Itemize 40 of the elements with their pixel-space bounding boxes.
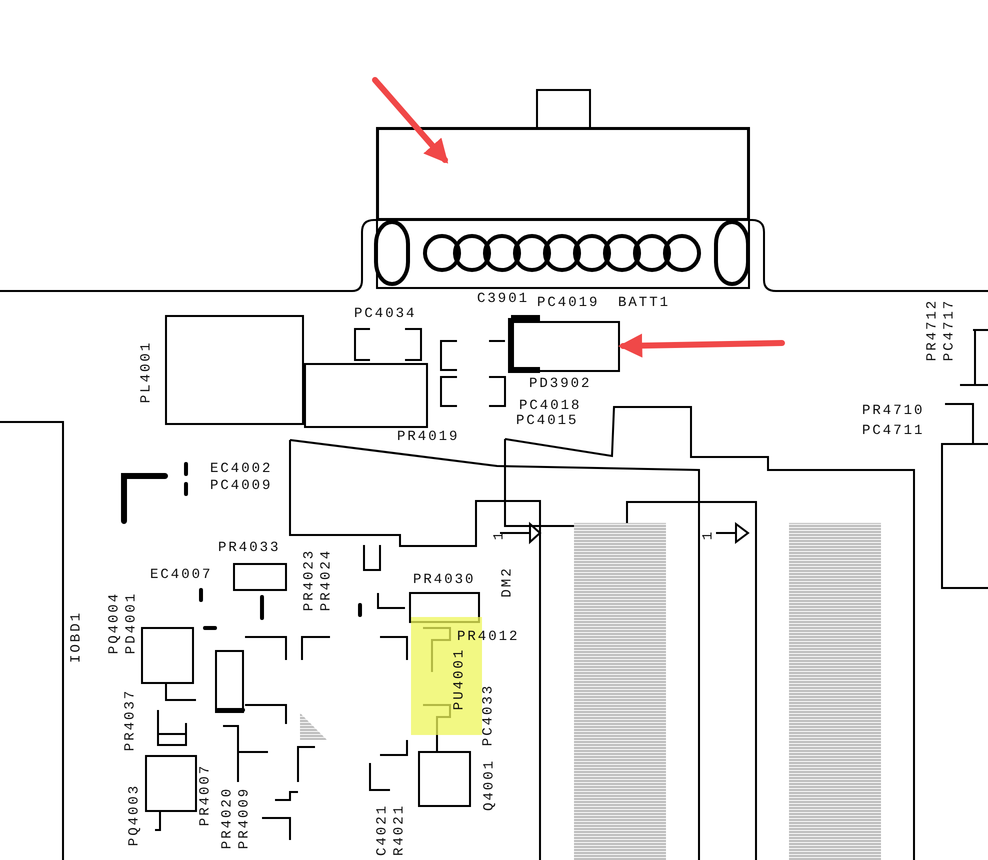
part-label: IOBD1: [70, 611, 84, 663]
part-label: PC4711: [862, 424, 924, 439]
part-label: EC4002: [210, 462, 272, 477]
part-label: PC4009: [210, 479, 272, 494]
part-label: PD3902: [529, 377, 592, 392]
part-label: DM2: [500, 566, 516, 598]
part-label: PD4001: [124, 592, 140, 654]
part-label: PR4710: [862, 404, 924, 419]
part-label: PR4712: [926, 298, 940, 362]
part-label: PC4019: [537, 296, 600, 311]
arrow: [372, 77, 448, 164]
arrow: [618, 334, 785, 358]
part-label: PC4018: [519, 399, 582, 414]
part-label: PC4717: [942, 298, 958, 362]
part-label: PU4001: [452, 648, 468, 710]
part-label: PR4024: [320, 548, 334, 612]
part-label: PR4007: [198, 764, 214, 826]
part-label: BATT1: [618, 296, 670, 311]
part-label: EC4007: [150, 568, 212, 583]
battery-connector: [377, 128, 749, 220]
part-label: PL4001: [140, 340, 154, 404]
part-label: PC4034: [354, 307, 416, 322]
part-label: PQ4003: [128, 784, 142, 846]
part-label: PR4009: [238, 786, 252, 850]
part-label: PR4033: [218, 541, 280, 556]
part-label: PR4023: [302, 548, 318, 612]
part-label: PR4019: [397, 430, 460, 445]
pin-number: 1: [702, 530, 716, 540]
part-label: PR4037: [124, 688, 138, 752]
part-label: PC4033: [482, 684, 496, 746]
part-label: C4021: [376, 804, 390, 856]
part-label: C3901: [477, 292, 530, 307]
part-label: Q4001: [482, 759, 498, 811]
part-label: PR4020: [220, 786, 236, 850]
pin-number: 1: [492, 530, 508, 540]
part-label: PR4012: [457, 630, 520, 645]
part-label: PQ4004: [108, 592, 122, 654]
part-label: PR4030: [413, 573, 476, 588]
part-label: R4021: [392, 804, 408, 856]
part-label: PC4015: [516, 414, 578, 429]
